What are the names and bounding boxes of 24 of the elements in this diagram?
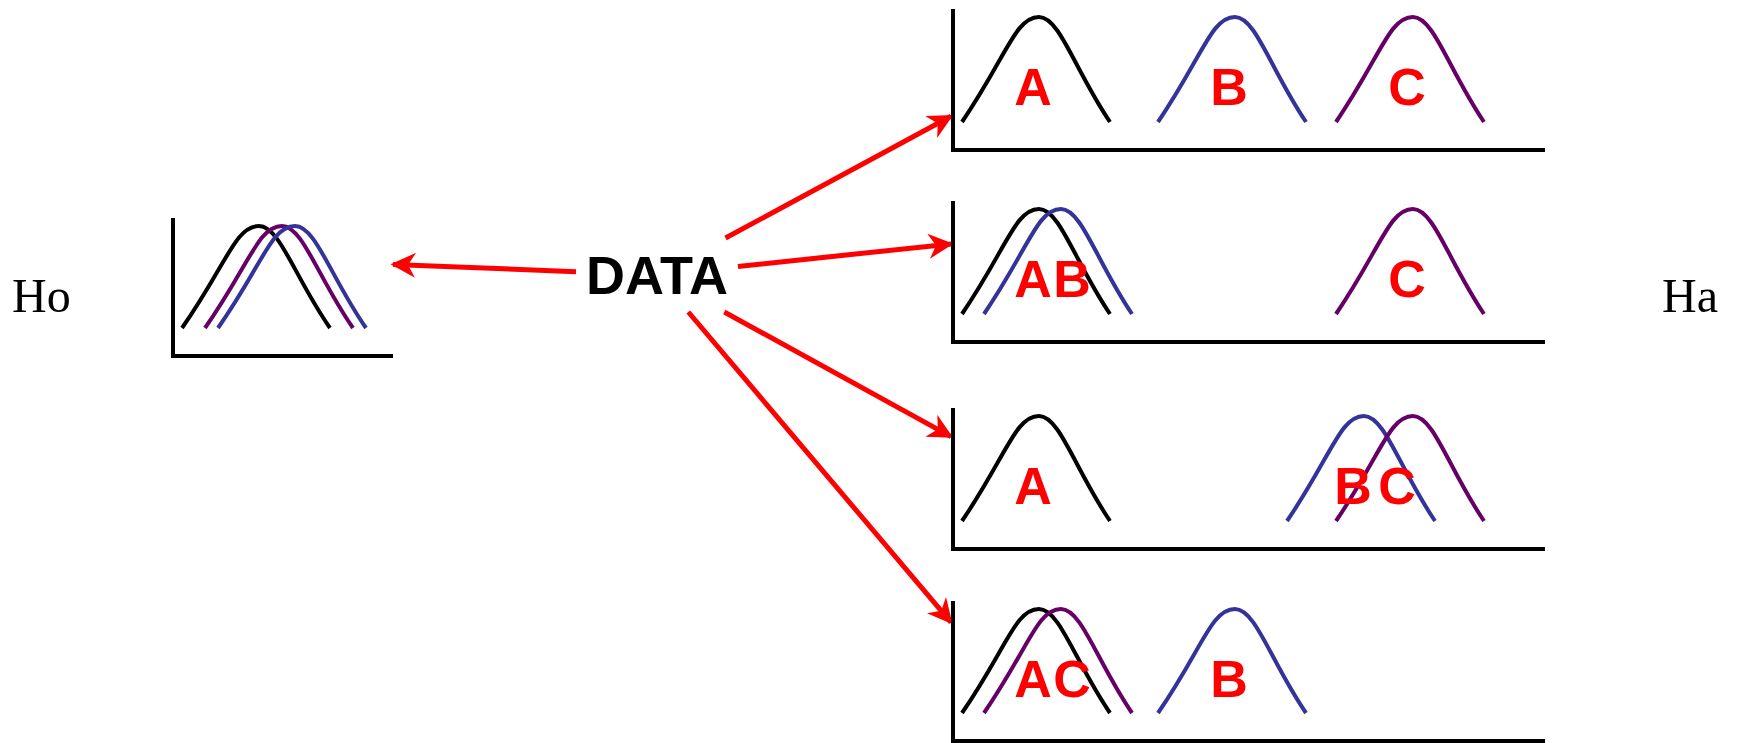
distribution-plot (951, 9, 1545, 152)
arrow (390, 252, 577, 278)
group-label: A (1014, 61, 1052, 113)
group-label: B (1053, 253, 1091, 305)
group-label: C (1053, 653, 1091, 705)
distribution-plot (951, 601, 1545, 743)
distribution-plot (171, 218, 393, 358)
distribution-plot (951, 201, 1545, 344)
group-label: A (1014, 653, 1052, 705)
group-label: C (1388, 61, 1426, 113)
hypothesis-label: Ha (1662, 272, 1718, 320)
data-label: DATA (586, 248, 728, 302)
arrow (686, 310, 953, 625)
arrow (737, 233, 954, 269)
arrow (724, 114, 954, 241)
group-label: C (1388, 253, 1426, 305)
group-label: A (1014, 460, 1052, 512)
group-label: B (1210, 61, 1248, 113)
group-label: A (1014, 253, 1052, 305)
group-label: C (1378, 460, 1416, 512)
distribution-plot (951, 408, 1545, 551)
arrow (723, 309, 954, 439)
hypothesis-label: Ho (12, 272, 71, 320)
group-label: B (1210, 653, 1248, 705)
